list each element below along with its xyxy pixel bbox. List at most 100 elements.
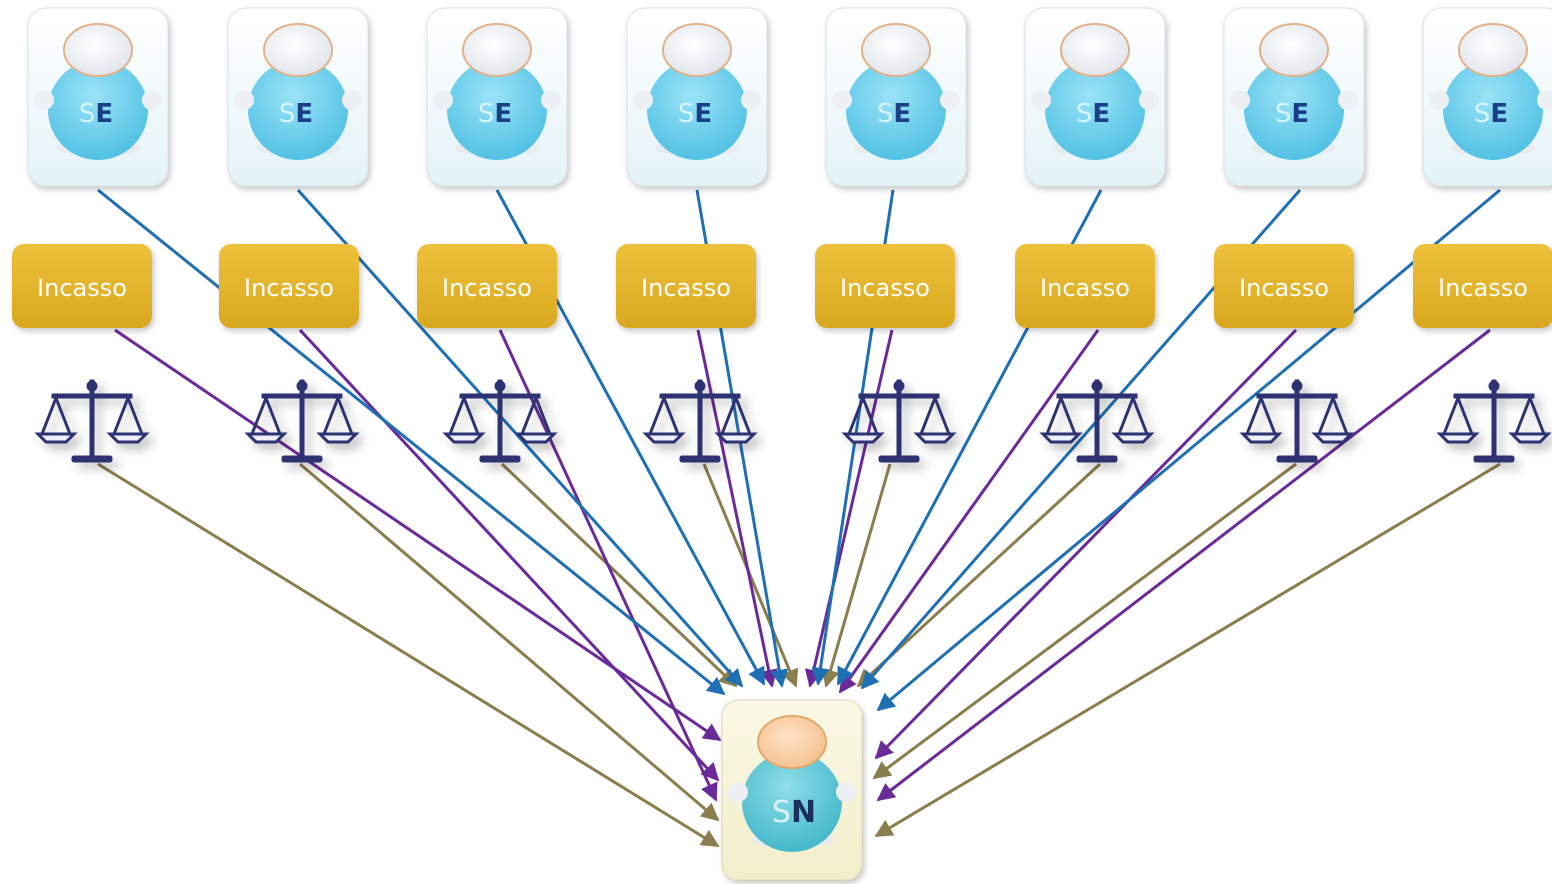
scale-string — [112, 397, 144, 435]
sender-node: SE — [626, 7, 768, 187]
sender-label-e: E — [295, 99, 313, 129]
person-hand — [1338, 90, 1358, 110]
person-body — [846, 60, 946, 160]
scale-pan-left — [34, 432, 78, 444]
person-hand — [1031, 90, 1051, 110]
person-head — [1060, 23, 1130, 77]
scale-arrow-6 — [856, 462, 1102, 688]
incasso-label: Incasso — [244, 274, 334, 302]
incasso-node: Incasso — [815, 244, 955, 328]
scale-pan-left — [1436, 432, 1480, 444]
sender-label-s: S — [678, 99, 695, 129]
scale-string — [1442, 397, 1474, 435]
person-body — [48, 60, 148, 160]
balance-scale-icon — [841, 379, 957, 463]
person-hand — [234, 90, 254, 110]
incasso-node: Incasso — [1015, 244, 1155, 328]
incasso-label: Incasso — [1239, 274, 1329, 302]
scale-string — [919, 397, 951, 435]
scale-pan-left — [442, 432, 486, 444]
scale-knob — [893, 380, 905, 392]
balance-scale-icon — [642, 379, 758, 463]
scale-pillar — [497, 379, 503, 461]
scale-row — [34, 379, 1552, 463]
sender-label-e: E — [1490, 99, 1508, 129]
scale-string — [448, 397, 480, 435]
scale-beam — [261, 393, 343, 399]
scale-base — [1473, 455, 1515, 463]
person-head — [757, 715, 827, 769]
person-body — [1443, 60, 1543, 160]
incasso-node: Incasso — [1413, 244, 1552, 328]
sender-node: SE — [825, 7, 967, 187]
incasso-label: Incasso — [1438, 274, 1528, 302]
sender-label: SE — [79, 99, 113, 129]
sender-label-e: E — [95, 99, 113, 129]
person-hand — [541, 90, 561, 110]
person-body — [447, 60, 547, 160]
scale-base — [71, 455, 113, 463]
scale-pillar — [299, 379, 305, 461]
scale-pan-left — [1039, 432, 1083, 444]
scale-pan-right — [1311, 432, 1355, 444]
sender-label-s: S — [1474, 99, 1491, 129]
scale-pillar — [896, 379, 902, 461]
person-hand — [34, 90, 54, 110]
scale-knob — [296, 380, 308, 392]
sender-label: SE — [877, 99, 911, 129]
incasso-arrow-7 — [874, 328, 1298, 760]
person-hand — [836, 782, 856, 802]
person-body — [1045, 60, 1145, 160]
incasso-label: Incasso — [641, 274, 731, 302]
incasso-box — [815, 244, 955, 328]
sender-label-s: S — [478, 99, 495, 129]
person-body — [742, 752, 842, 852]
person-hand — [1139, 90, 1159, 110]
incasso-label: Incasso — [1040, 274, 1130, 302]
sender-label-s: S — [279, 99, 296, 129]
scale-beam — [1056, 393, 1138, 399]
scale-string — [720, 397, 752, 435]
person-head — [462, 23, 532, 77]
incasso-label: Incasso — [840, 274, 930, 302]
person-head — [1259, 23, 1329, 77]
scale-arrow-1 — [97, 462, 720, 848]
incasso-box — [1214, 244, 1354, 328]
scale-beam — [1453, 393, 1535, 399]
scale-base — [281, 455, 323, 463]
scale-knob — [1091, 380, 1103, 392]
incasso-arrow-1 — [114, 328, 722, 742]
incasso-box — [616, 244, 756, 328]
scale-pillar — [1294, 379, 1300, 461]
incasso-arrow-6 — [838, 329, 1100, 694]
scale-beam — [858, 393, 940, 399]
scale-base — [679, 455, 721, 463]
incasso-box — [12, 244, 152, 328]
scale-arrow-3 — [500, 462, 738, 688]
incasso-arrow-2 — [298, 328, 720, 782]
sender-node: SE — [27, 7, 169, 187]
person-head — [263, 23, 333, 77]
hub-label: SN — [772, 795, 816, 830]
scale-knob — [86, 380, 98, 392]
scale-string — [1317, 397, 1349, 435]
person-hand — [940, 90, 960, 110]
scale-pillar — [1094, 379, 1100, 461]
balance-scale-icon — [442, 379, 558, 463]
person-hand — [1230, 90, 1250, 110]
scale-pan-right — [514, 432, 558, 444]
scale-string — [40, 397, 72, 435]
sender-label-e: E — [1092, 99, 1110, 129]
incasso-box — [219, 244, 359, 328]
scale-string — [847, 397, 879, 435]
sender-label-s: S — [877, 99, 894, 129]
sender-node: SE — [227, 7, 369, 187]
scale-pan-left — [244, 432, 288, 444]
scale-beam — [51, 393, 133, 399]
scale-base — [878, 455, 920, 463]
person-head — [1458, 23, 1528, 77]
balance-scale-icon — [244, 379, 360, 463]
scale-arrow-2 — [299, 462, 720, 822]
incasso-node: Incasso — [12, 244, 152, 328]
